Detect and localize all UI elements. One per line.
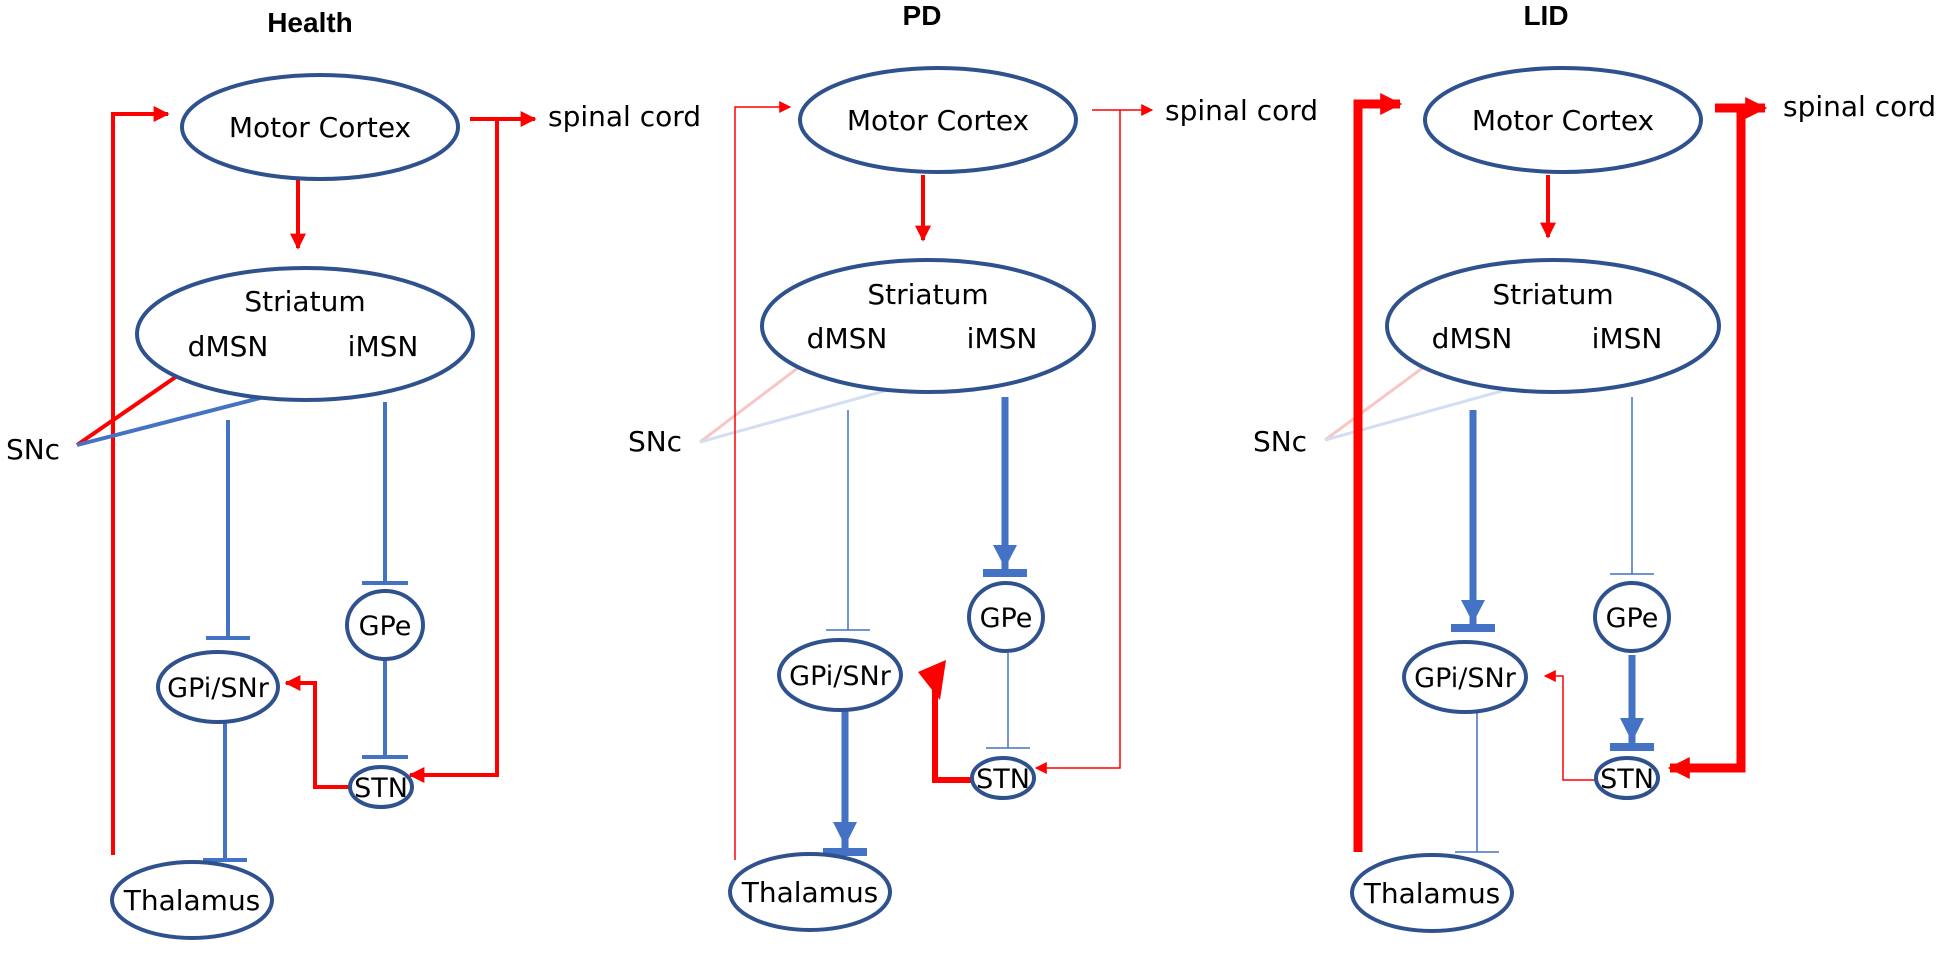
stn-node	[970, 756, 1036, 800]
gpe-node	[967, 581, 1045, 653]
imsn-label: iMSN	[967, 322, 1038, 355]
excitatory-paths	[734, 101, 1154, 860]
snc-label: SNc	[628, 425, 682, 458]
dmsn-label: dMSN	[188, 330, 269, 363]
panel-title: LID	[1523, 0, 1568, 31]
motor-cortex-node	[1423, 66, 1703, 174]
spinal-cord-label: spinal cord	[548, 100, 701, 133]
snc-to-dmsn-arrow	[1324, 353, 1442, 442]
dmsn-to-gpi-arrowhead	[1461, 600, 1485, 623]
snc-to-dmsn-arrow	[75, 363, 195, 447]
motor-cortex-label: Motor Cortex	[847, 104, 1029, 137]
stn-to-gpi-arrowhead	[918, 660, 946, 700]
gpe-label: GPe	[1606, 603, 1659, 634]
gpi-snr-node	[156, 650, 280, 724]
snc-to-dmsn-arrow	[699, 353, 817, 444]
gpe-label: GPe	[980, 603, 1033, 634]
dmsn-label: dMSN	[1432, 322, 1513, 355]
imsn-label: iMSN	[1592, 322, 1663, 355]
imsn-label: iMSN	[348, 330, 419, 363]
panel-pd: PD Motor Cortex	[628, 0, 1318, 932]
motor-cortex-label: Motor Cortex	[1472, 104, 1654, 137]
gpi-snr-label: GPi/SNr	[1414, 663, 1517, 694]
spinal-cord-label: spinal cord	[1165, 94, 1318, 127]
inhibitory-paths	[823, 397, 1030, 856]
motor-cortex-node	[180, 73, 460, 181]
gpe-node	[1593, 581, 1671, 653]
gpi-snr-node	[1402, 640, 1528, 714]
gpi-snr-label: GPi/SNr	[167, 673, 270, 704]
striatum-node	[760, 258, 1096, 394]
gpe-label: GPe	[359, 611, 412, 642]
panel-health: Health	[6, 7, 701, 940]
motor-cortex-node	[798, 66, 1078, 174]
gpe-node	[345, 589, 425, 661]
cortex-to-stn-arrow	[1034, 110, 1121, 774]
striatum-node	[1385, 258, 1721, 394]
striatum-label: Striatum	[1492, 278, 1613, 311]
panel-lid: LID Motor Cortex	[1253, 0, 1936, 933]
striatum-node	[135, 266, 475, 402]
thalamus-to-cortex-arrow	[734, 101, 792, 860]
thalamus-label: Thalamus	[123, 884, 261, 917]
thalamus-label: Thalamus	[1363, 877, 1501, 910]
panel-title: PD	[903, 0, 942, 31]
stn-label: STN	[1600, 764, 1654, 795]
gpi-snr-label: GPi/SNr	[789, 661, 892, 692]
thalamus-node	[110, 860, 274, 940]
stn-to-gpi-line	[932, 685, 975, 783]
thalamus-to-cortex-arrow	[1353, 93, 1403, 852]
stn-label: STN	[976, 764, 1030, 795]
striatum-label: Striatum	[244, 285, 365, 318]
thalamus-label: Thalamus	[741, 876, 879, 909]
panel-title: Health	[267, 7, 353, 38]
stn-node	[1594, 756, 1660, 800]
thalamus-to-cortex-arrow	[111, 106, 170, 855]
stn-to-gpi-arrow	[284, 675, 350, 789]
dmsn-label: dMSN	[807, 322, 888, 355]
thalamus-node	[728, 852, 892, 932]
gpe-to-stn-arrowhead	[1620, 718, 1644, 742]
motor-cortex-label: Motor Cortex	[229, 111, 411, 144]
snc-label: SNc	[6, 433, 60, 466]
gpi-snr-node	[777, 638, 903, 712]
stn-node	[348, 765, 414, 809]
stn-label: STN	[354, 773, 408, 804]
imsn-to-gpe-arrowhead	[993, 545, 1017, 568]
thalamus-node	[1350, 853, 1514, 933]
striatum-label: Striatum	[867, 278, 988, 311]
spinal-cord-label: spinal cord	[1783, 90, 1936, 123]
gpi-to-thalamus-arrowhead	[833, 822, 857, 846]
cortex-to-stn-arrow	[408, 119, 499, 783]
excitatory-paths	[75, 106, 537, 855]
excitatory-paths	[1353, 93, 1768, 852]
cortex-to-stn-arrow	[1667, 108, 1746, 779]
stn-to-gpi-arrow	[1543, 670, 1595, 781]
snc-label: SNc	[1253, 425, 1307, 458]
